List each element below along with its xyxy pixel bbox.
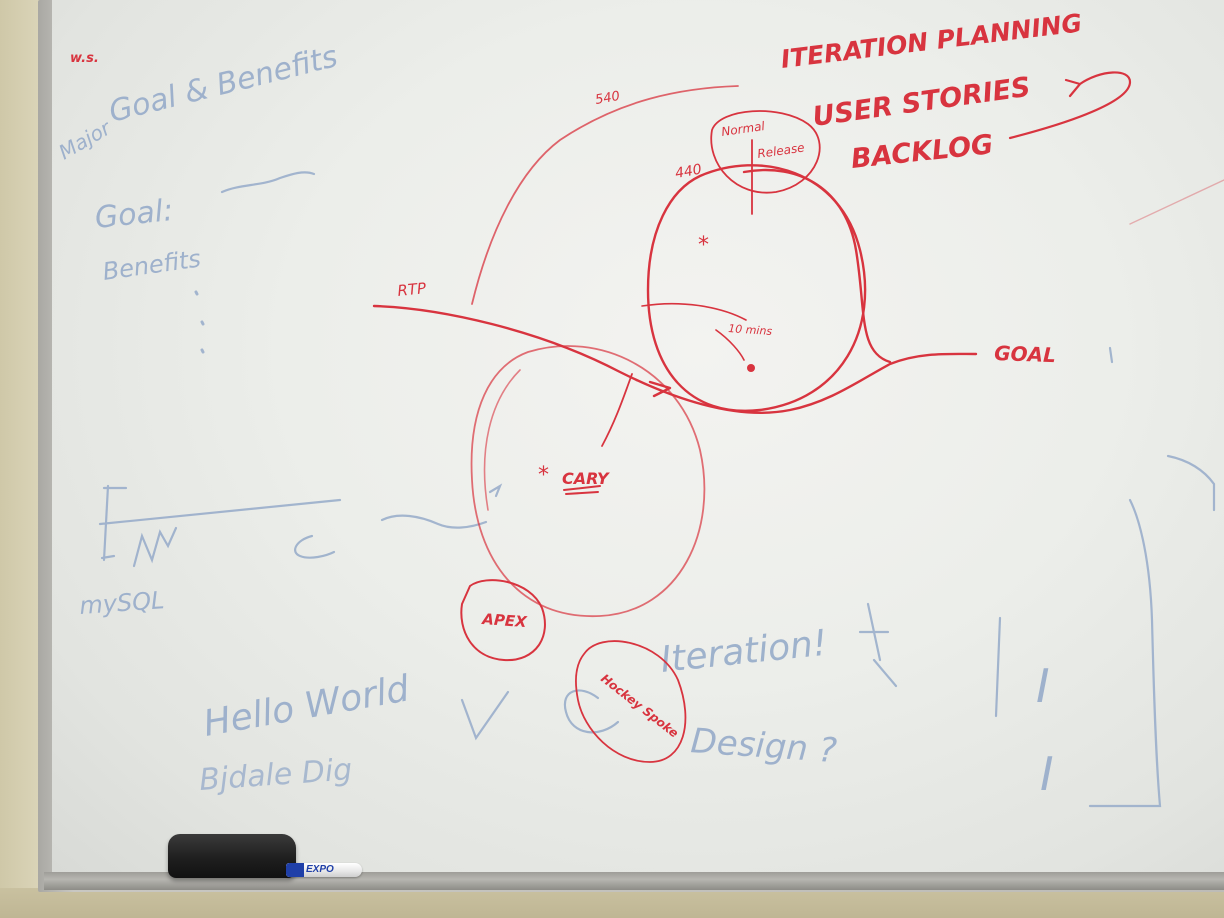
blue-axis	[98, 484, 342, 562]
blue-wave	[380, 514, 488, 529]
major-text: Major	[55, 115, 117, 164]
carry-label: CARY	[562, 469, 610, 488]
blue-ghost-arc	[563, 689, 620, 734]
iteration-planning-text: ITERATION PLANNING	[779, 8, 1083, 74]
blue-hook	[294, 534, 336, 559]
benefits-label-text: Benefits	[101, 244, 203, 285]
goal-label-text: Goal:	[93, 193, 175, 236]
ws-text: w.s.	[70, 51, 99, 66]
ten-mins-label: 10 mins	[728, 322, 773, 338]
user-stories-loop	[1008, 71, 1132, 140]
arrow-tip	[648, 380, 672, 398]
blue-sideline	[994, 616, 1002, 718]
hello-world-text: Hello World	[200, 668, 413, 745]
release-label: Release	[756, 141, 805, 161]
iteration-text: Iteration!	[659, 623, 830, 681]
circle-to-goal-swoop	[742, 168, 892, 364]
carry-pointer	[601, 373, 633, 447]
carry-underline	[563, 485, 601, 495]
goal-benefits-text: Goal & Benefits	[105, 39, 341, 130]
540-label: 540	[594, 89, 621, 108]
ten-min-line	[641, 302, 747, 361]
blue-squiggle-goal	[220, 171, 316, 194]
big-circle-lower	[470, 345, 706, 617]
faint-blue-scribble: Bjdale Dig	[198, 752, 353, 798]
lower-circle-inner	[483, 369, 521, 511]
blue-bracket-right	[1088, 454, 1216, 808]
big-circle-right	[646, 164, 867, 413]
blue-marker: EXPO	[286, 863, 362, 877]
backlog-text: BACKLOG	[849, 129, 994, 175]
design-text: Design ?	[689, 721, 838, 771]
asterisk-carry: *	[538, 463, 549, 488]
440-label: 440	[674, 162, 703, 182]
540-arc	[471, 85, 739, 305]
center-dot	[747, 364, 755, 372]
release-circle	[710, 110, 821, 194]
normal-label: Normal	[720, 119, 766, 139]
blue-arrow-circle	[488, 483, 503, 498]
rtp-goal-curve	[372, 304, 978, 414]
blue-dots-list	[194, 290, 205, 354]
apex-circle	[460, 579, 546, 662]
blue-faint-a	[858, 602, 898, 688]
apex-label: APEX	[481, 610, 529, 631]
mysql-text: mySQL	[78, 586, 165, 620]
whiteboard-surface	[52, 0, 1224, 872]
wall	[0, 888, 1224, 918]
hockey-spoke-label: Hockey Spoke	[598, 671, 681, 740]
hockey-circle	[575, 640, 687, 763]
blue-curve-right	[1108, 346, 1114, 364]
roman-one-bottom: I	[1040, 747, 1054, 801]
goal-right-label: GOAL	[994, 341, 1056, 367]
asterisk-upper: *	[698, 233, 709, 258]
user-stories-text: USER STORIES	[811, 72, 1033, 133]
marker-brand-label: EXPO	[306, 864, 334, 875]
blue-m-symbol	[132, 526, 178, 568]
rtp-label: RTP	[397, 279, 428, 300]
whiteboard-eraser	[168, 834, 296, 878]
blue-check	[460, 690, 510, 741]
faint-red-line	[1129, 179, 1224, 225]
roman-one-top: I	[1036, 659, 1050, 713]
marker-cap	[286, 863, 304, 877]
